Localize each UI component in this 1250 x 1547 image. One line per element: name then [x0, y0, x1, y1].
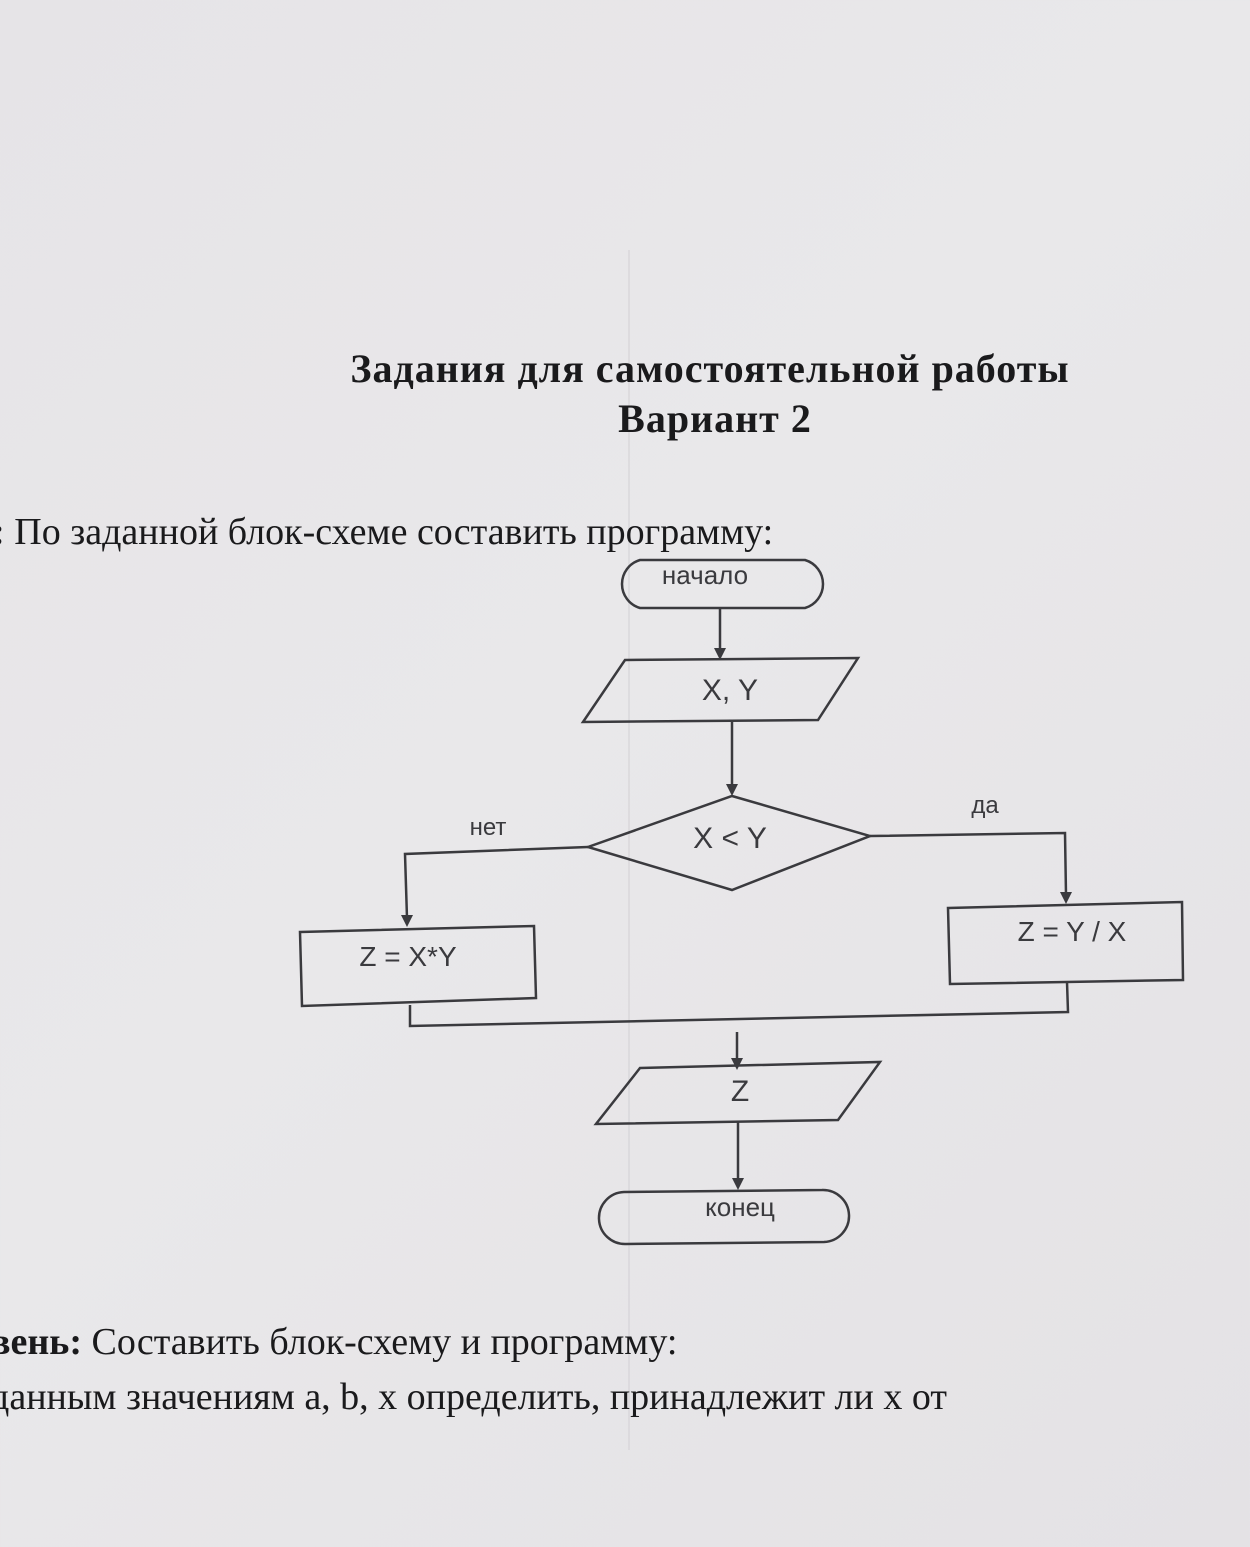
output-block: Z — [593, 1060, 883, 1126]
page-title: Задания для самостоятельной работы — [350, 346, 1070, 391]
no-branch-formula: Z = X*Y — [359, 941, 457, 972]
output-label: Z — [731, 1075, 749, 1108]
input-label: X, Y — [702, 674, 758, 707]
task-2-condition: данным значениям a, b, x определить, при… — [0, 1376, 947, 1418]
task-2-statement: вень: Составить блок-схему и программу: — [0, 1320, 677, 1364]
no-branch-label: нет — [470, 814, 507, 841]
start-terminator: начало — [620, 558, 825, 610]
start-label: начало — [662, 560, 748, 590]
bleed-through-divider — [628, 250, 630, 1450]
arrow-head — [731, 1058, 743, 1070]
condition-label: X < Y — [693, 822, 767, 855]
end-terminator: конец — [597, 1188, 851, 1246]
task-2-text: Составить блок-схему и программу: — [91, 1321, 678, 1363]
yes-branch-label: да — [971, 792, 999, 819]
task-1-statement: ь: По заданной блок-схеме составить прог… — [0, 510, 773, 554]
arrow-head — [732, 1178, 744, 1190]
merge-line — [408, 981, 1070, 1028]
task-2-prefix: вень: — [0, 1321, 83, 1363]
condition-block: X < Y — [583, 794, 874, 892]
yes-branch-formula: Z = Y / X — [1018, 916, 1127, 947]
no-branch-process: Z = X*Y — [298, 924, 538, 1008]
task-1-prefix: ь: — [0, 511, 5, 553]
end-label: конец — [705, 1192, 775, 1222]
arrow-head — [401, 915, 413, 927]
arrow-head — [726, 784, 738, 796]
arrow-head — [714, 648, 726, 660]
input-block: X, Y — [580, 656, 861, 724]
arrow-condition-to-yes — [869, 831, 1068, 896]
task-1-text: По заданной блок-схеме составить програм… — [14, 511, 774, 553]
yes-branch-process: Z = Y / X — [946, 900, 1185, 986]
variant-heading: Вариант 2 — [618, 396, 812, 441]
arrow-condition-to-no — [403, 845, 589, 919]
arrow-head — [1060, 892, 1072, 904]
